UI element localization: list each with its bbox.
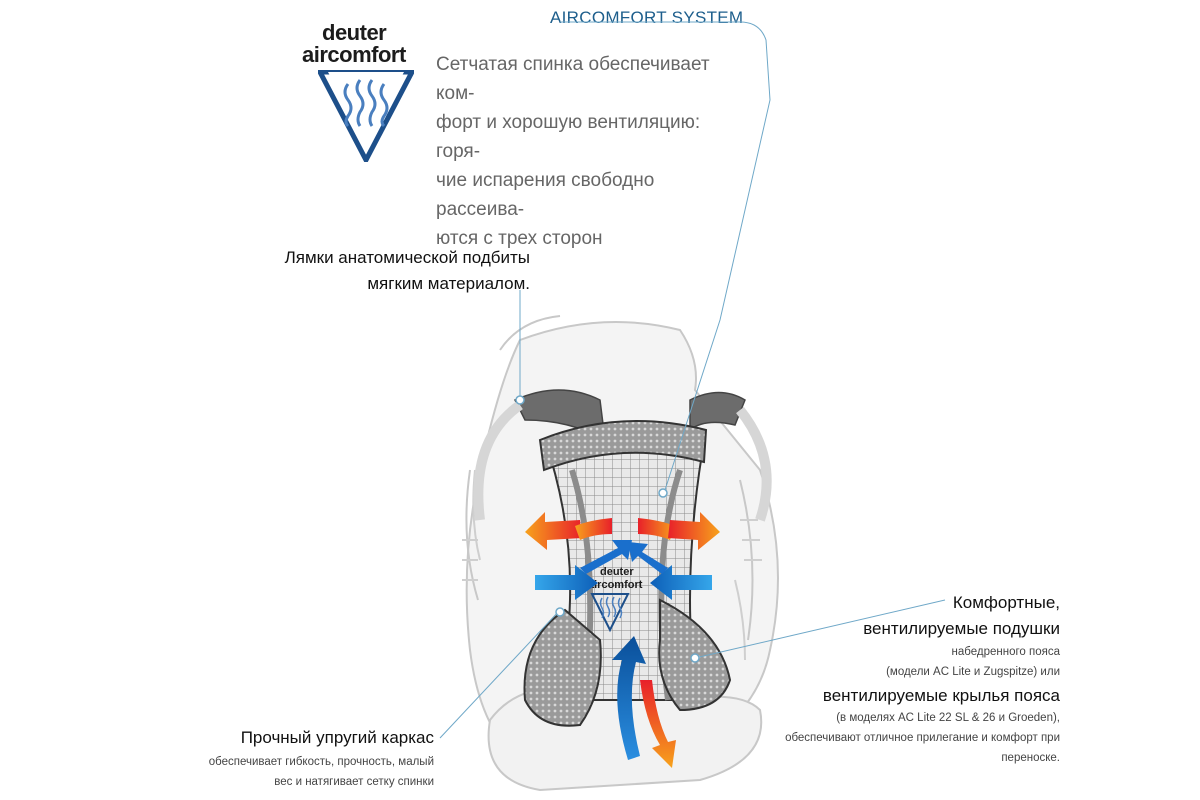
frame-title: Прочный упругий каркас (240, 728, 434, 747)
deuter-aircomfort-logo: deuter aircomfort (300, 20, 420, 162)
leader-line-hipbelt (694, 599, 946, 659)
system-description-line: форт и хорошую вентиляцию: горя- (436, 112, 701, 162)
hipbelt-desc2-line3: переноске. (1001, 752, 1060, 764)
hot-air-arrow-left-inner (575, 518, 612, 540)
hipbelt-desc1-line1: набедренного пояса (951, 646, 1060, 658)
mesh-logo-icon (590, 593, 630, 633)
logo-brand-line1: deuter (322, 20, 387, 45)
straps-label-line: мягким материалом. (367, 274, 530, 293)
aircomfort-triangle-icon (318, 70, 414, 162)
mesh-logo-line1: deuter (600, 566, 634, 578)
cold-air-arrow-left-inner (580, 540, 632, 574)
hipbelt-title2: вентилируемые крылья пояса (822, 686, 1060, 705)
leader-line-frame (439, 609, 561, 739)
frame-description: обеспечивает гибкость, прочность, малый … (190, 752, 434, 792)
system-description-line: чие испарения свободно рассеива- (436, 170, 655, 220)
hipbelt-desc2-line1: (в моделях AC Lite 22 SL & 26 и Groeden)… (836, 712, 1060, 724)
frame-description-line: вес и натягивает сетку спинки (274, 776, 434, 788)
hipbelt-label: Комфортные, вентилируемые подушки набедр… (760, 590, 1060, 768)
logo-brand-line2: aircomfort (302, 42, 406, 67)
hipbelt-title-line1: Комфортные, (952, 593, 1060, 612)
right-shoulder-strap (689, 391, 746, 432)
hot-air-arrow-right-inner (638, 518, 675, 540)
left-hip-wing (523, 608, 602, 727)
system-description: Сетчатая спинка обеспечивает ком- форт и… (436, 50, 736, 253)
top-cushion (538, 420, 708, 472)
system-description-line: Сетчатая спинка обеспечивает ком- (436, 54, 710, 104)
frame-description-line: обеспечивает гибкость, прочность, малый (208, 756, 434, 768)
cold-air-arrow-bottom (612, 636, 646, 760)
leader-dots (515, 395, 700, 663)
cold-air-arrow-left (535, 565, 598, 600)
hot-air-arrow-bottom (640, 680, 676, 768)
hipbelt-desc2-line2: обеспечивают отличное прилегание и комфо… (785, 732, 1060, 744)
straps-label: Лямки анатомической подбиты мягким матер… (270, 245, 530, 297)
mesh-logo-line2: aircomfort (588, 579, 643, 591)
hot-air-arrow-left-outer (525, 512, 582, 550)
leader-lines (439, 21, 946, 739)
hipbelt-desc1-line2: (модели AC Lite и Zugspitze) или (886, 666, 1060, 678)
cold-air-arrow-right-inner (628, 542, 668, 574)
hot-air-arrow-right-outer (668, 512, 720, 550)
straps-label-line: Лямки анатомической подбиты (284, 248, 530, 267)
system-description-line: ются с трех сторон (436, 228, 603, 249)
cold-air-arrow-right (650, 565, 712, 600)
hipbelt-title-line2: вентилируемые подушки (863, 619, 1060, 638)
leader-line-system (560, 21, 771, 491)
